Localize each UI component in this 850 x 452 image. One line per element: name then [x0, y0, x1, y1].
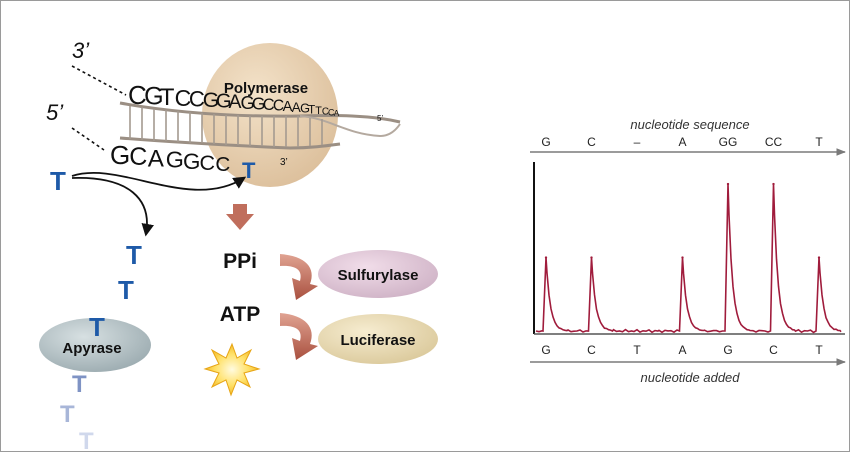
- pyrogram-signal-trace: [535, 183, 842, 334]
- template-3prime-label: 3’: [72, 38, 90, 63]
- primer-base: G: [110, 140, 130, 170]
- polymerase-label: Polymerase: [224, 80, 308, 97]
- degraded-t-3: T: [79, 428, 94, 452]
- sequence-read-label: A: [678, 135, 686, 149]
- free-nucleotide-t: T: [50, 166, 66, 196]
- nucleotide-added-label: G: [541, 343, 550, 357]
- ppi-release-arrow: [226, 204, 254, 230]
- primer-base: C: [129, 143, 147, 171]
- template-base: C: [322, 107, 329, 118]
- template-tail-5prime: 5’: [377, 114, 383, 123]
- degraded-t-1: T: [72, 371, 87, 398]
- template-base: C: [128, 80, 147, 110]
- primer-base: G: [183, 149, 200, 174]
- nucleotide-added-label: A: [678, 343, 686, 357]
- sulfurylase-label: Sulfurylase: [338, 267, 419, 284]
- sequence-read-label: G: [541, 135, 550, 149]
- primer-backbone: [119, 136, 341, 150]
- degradation-arrow: [71, 177, 154, 237]
- pyrogram-peak: [817, 256, 821, 259]
- pyrogram-peak: [544, 256, 548, 259]
- primer-leader-dashed: [71, 127, 105, 151]
- template-base: G: [216, 91, 232, 113]
- degraded-t-2: T: [60, 401, 75, 428]
- pyrogram-peak: [590, 256, 593, 259]
- template-base: C: [175, 85, 192, 111]
- pyrogram-peak: [726, 182, 730, 186]
- primer-base: C: [200, 151, 216, 175]
- primer-base: C: [215, 153, 230, 176]
- template-base: G: [144, 83, 164, 111]
- template-base: T: [160, 84, 175, 111]
- nucleotide-added-label: T: [815, 343, 823, 357]
- template-leader-dashed: [71, 65, 127, 96]
- template-base: C: [189, 86, 205, 111]
- free-t-2: T: [118, 275, 134, 305]
- template-base: T: [315, 105, 322, 117]
- nucleotide-added-label: T: [633, 343, 641, 357]
- luciferase-label: Luciferase: [340, 332, 415, 349]
- pyrogram: nucleotide sequence G C – A GG CC T G C T A G C T nu…: [530, 117, 846, 385]
- template-base: G: [241, 92, 255, 113]
- template-base: G: [252, 93, 266, 113]
- sequence-read-label: T: [815, 135, 823, 149]
- template-base: T: [308, 102, 315, 116]
- free-t-1: T: [126, 240, 142, 270]
- incorporation-arrow: [71, 171, 247, 191]
- primer-3prime-label: 3’: [280, 157, 288, 168]
- sequence-read-labels: G C – A GG CC T: [541, 135, 823, 149]
- pyrogram-peak: [681, 256, 684, 259]
- nucleotide-sequence-axis-label: nucleotide sequence: [630, 117, 749, 132]
- template-base: A: [334, 108, 340, 118]
- template-base: A: [292, 100, 302, 115]
- sulfurylase-enzyme: [318, 250, 438, 298]
- primer-5prime-label: 5’: [46, 100, 64, 125]
- nucleotide-added-label: C: [769, 343, 778, 357]
- nucleotide-added-label: C: [587, 343, 596, 357]
- template-base: C: [263, 96, 275, 114]
- atp-label: ATP: [220, 303, 260, 326]
- template-base: C: [273, 98, 284, 115]
- sequence-read-label: GG: [719, 135, 738, 149]
- light-burst-icon: [203, 342, 261, 397]
- primer-base: G: [166, 147, 184, 173]
- luciferase-reaction-arrow: [280, 313, 318, 360]
- incoming-nucleotide-in-primer: T: [242, 158, 256, 183]
- nucleotide-added-axis-label: nucleotide added: [640, 370, 740, 385]
- sulfurylase-reaction-arrow: [280, 254, 318, 300]
- nucleotide-added-label: G: [723, 343, 732, 357]
- template-base: G: [300, 102, 310, 116]
- template-backbone: [119, 101, 401, 124]
- primer-base: A: [148, 145, 165, 172]
- sequence-read-label: CC: [765, 135, 783, 149]
- template-base: A: [283, 99, 293, 115]
- free-t-3: T: [89, 312, 105, 342]
- apyrase-label: Apyrase: [62, 340, 121, 357]
- sequence-read-label: –: [634, 135, 641, 149]
- apyrase-enzyme: [39, 318, 151, 372]
- template-base: G: [203, 88, 220, 112]
- template-base: A: [229, 91, 242, 113]
- pyrogram-peak: [772, 182, 775, 186]
- template-base: C: [328, 107, 335, 117]
- base-pair-rungs: [129, 106, 323, 147]
- luciferase-enzyme: [318, 314, 438, 364]
- ppi-label: PPi: [223, 250, 257, 273]
- sequence-read-label: C: [587, 135, 596, 149]
- pyrogram-peaks: [544, 182, 821, 259]
